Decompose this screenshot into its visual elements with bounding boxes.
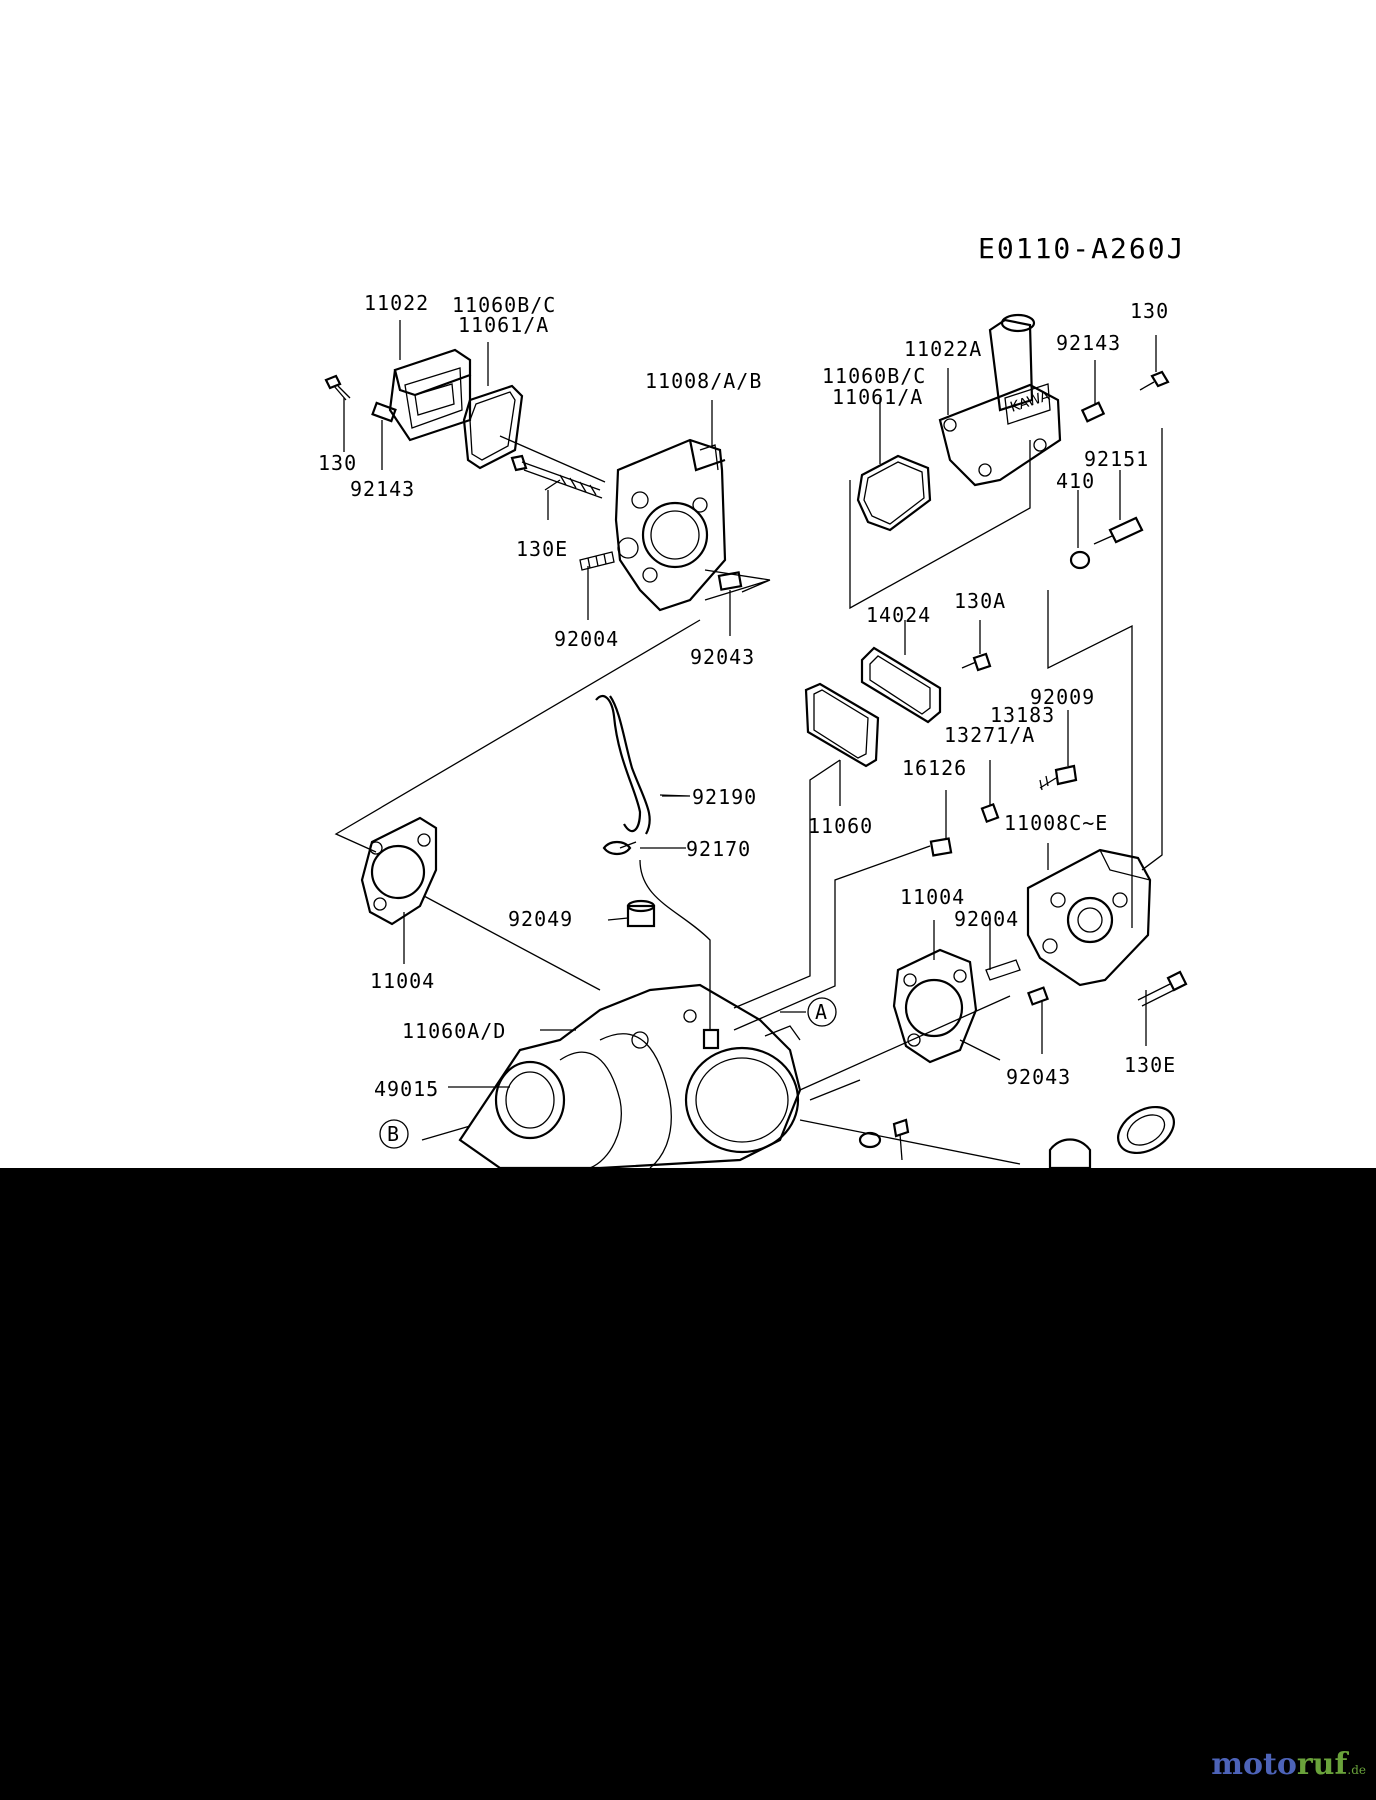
gasket-14024 (860, 646, 942, 724)
oil-seal (1117, 1105, 1175, 1155)
bolt-130e-left (510, 454, 603, 499)
cylinder-head-left (614, 438, 727, 612)
label-14024: 14024 (866, 603, 931, 627)
svg-text:B: B (387, 1122, 400, 1146)
label-92049: 92049 (508, 907, 573, 931)
label-11061a-right: 11061/A (832, 385, 923, 409)
pipe-92190 (595, 694, 651, 835)
callout-a: A (807, 997, 837, 1027)
label-11060: 11060 (808, 814, 873, 838)
label-130-right: 130 (1130, 299, 1169, 323)
label-130-left: 130 (318, 451, 357, 475)
cylinder-head-right (1026, 848, 1152, 987)
watermark-logo: motoruf.de (1211, 1747, 1366, 1782)
bolt-130-left (324, 374, 351, 401)
label-92043-right: 92043 (1006, 1065, 1071, 1089)
dowel-92043-right (1027, 986, 1049, 1006)
stud-92004-left (579, 551, 615, 571)
label-92190: 92190 (692, 785, 757, 809)
label-130e-left: 130E (516, 537, 568, 561)
head-gasket-left (360, 816, 438, 926)
head-cover-gasket-left (462, 384, 524, 470)
label-11060ad: 11060A/D (402, 1019, 506, 1043)
label-16126: 16126 (902, 756, 967, 780)
bolt-130-right (1139, 370, 1170, 391)
bolt-130e-right (1137, 970, 1188, 1007)
oring-410 (1069, 550, 1091, 570)
label-11060bc-left: 11060B/C (452, 293, 556, 317)
bolt-130a (961, 652, 992, 672)
label-11061a-left: 11061/A (458, 313, 549, 337)
label-13271a: 13271/A (944, 723, 1035, 747)
dowel-92143-right (1080, 401, 1106, 423)
label-92004-left: 92004 (554, 627, 619, 651)
label-11004-right: 11004 (900, 885, 965, 909)
callout-b: B (379, 1119, 409, 1149)
label-92151: 92151 (1084, 447, 1149, 471)
label-130e-right: 130E (1124, 1053, 1176, 1077)
label-92004-right: 92004 (954, 907, 1019, 931)
bearing-part (1048, 1138, 1092, 1170)
dowel-92143-left (371, 401, 397, 423)
image-truncated-area (0, 1168, 1376, 1800)
label-92143-right: 92143 (1056, 331, 1121, 355)
label-11060bc-right: 11060B/C (822, 364, 926, 388)
clamp-92170 (602, 840, 637, 856)
screw-92009 (1039, 764, 1078, 791)
leader-lines (334, 320, 1163, 1165)
label-11022a: 11022A (904, 337, 982, 361)
diagram-code: E0110-A260J (978, 232, 1185, 265)
gasket-11060 (804, 682, 880, 768)
stud-92004-right (985, 959, 1021, 981)
washer-bolt-lower (858, 1118, 910, 1161)
head-cover-gasket-right (856, 454, 932, 532)
part-labels: 11022 11060B/C 11061/A 130 92143 11008/A… (318, 291, 1176, 1101)
dowel-16126 (929, 837, 953, 857)
plug-92049 (626, 899, 656, 928)
spacer-13183 (980, 802, 1000, 824)
label-130a: 130A (954, 589, 1006, 613)
label-92170: 92170 (686, 837, 751, 861)
label-92043-left: 92043 (690, 645, 755, 669)
label-410: 410 (1056, 469, 1095, 493)
fitting-92151 (1093, 516, 1144, 545)
label-13183: 13183 (990, 703, 1055, 727)
label-92143-left: 92143 (350, 477, 415, 501)
label-11008ce: 11008C~E (1004, 811, 1108, 835)
label-11022-left: 11022 (364, 291, 429, 315)
head-gasket-right (892, 948, 978, 1064)
head-cover-left (388, 348, 472, 442)
crankcase-block (458, 983, 802, 1170)
label-92009: 92009 (1030, 685, 1095, 709)
svg-text:A: A (815, 1000, 828, 1024)
label-11008ab: 11008/A/B (645, 369, 762, 393)
label-49015: 49015 (374, 1077, 439, 1101)
label-11004-left: 11004 (370, 969, 435, 993)
